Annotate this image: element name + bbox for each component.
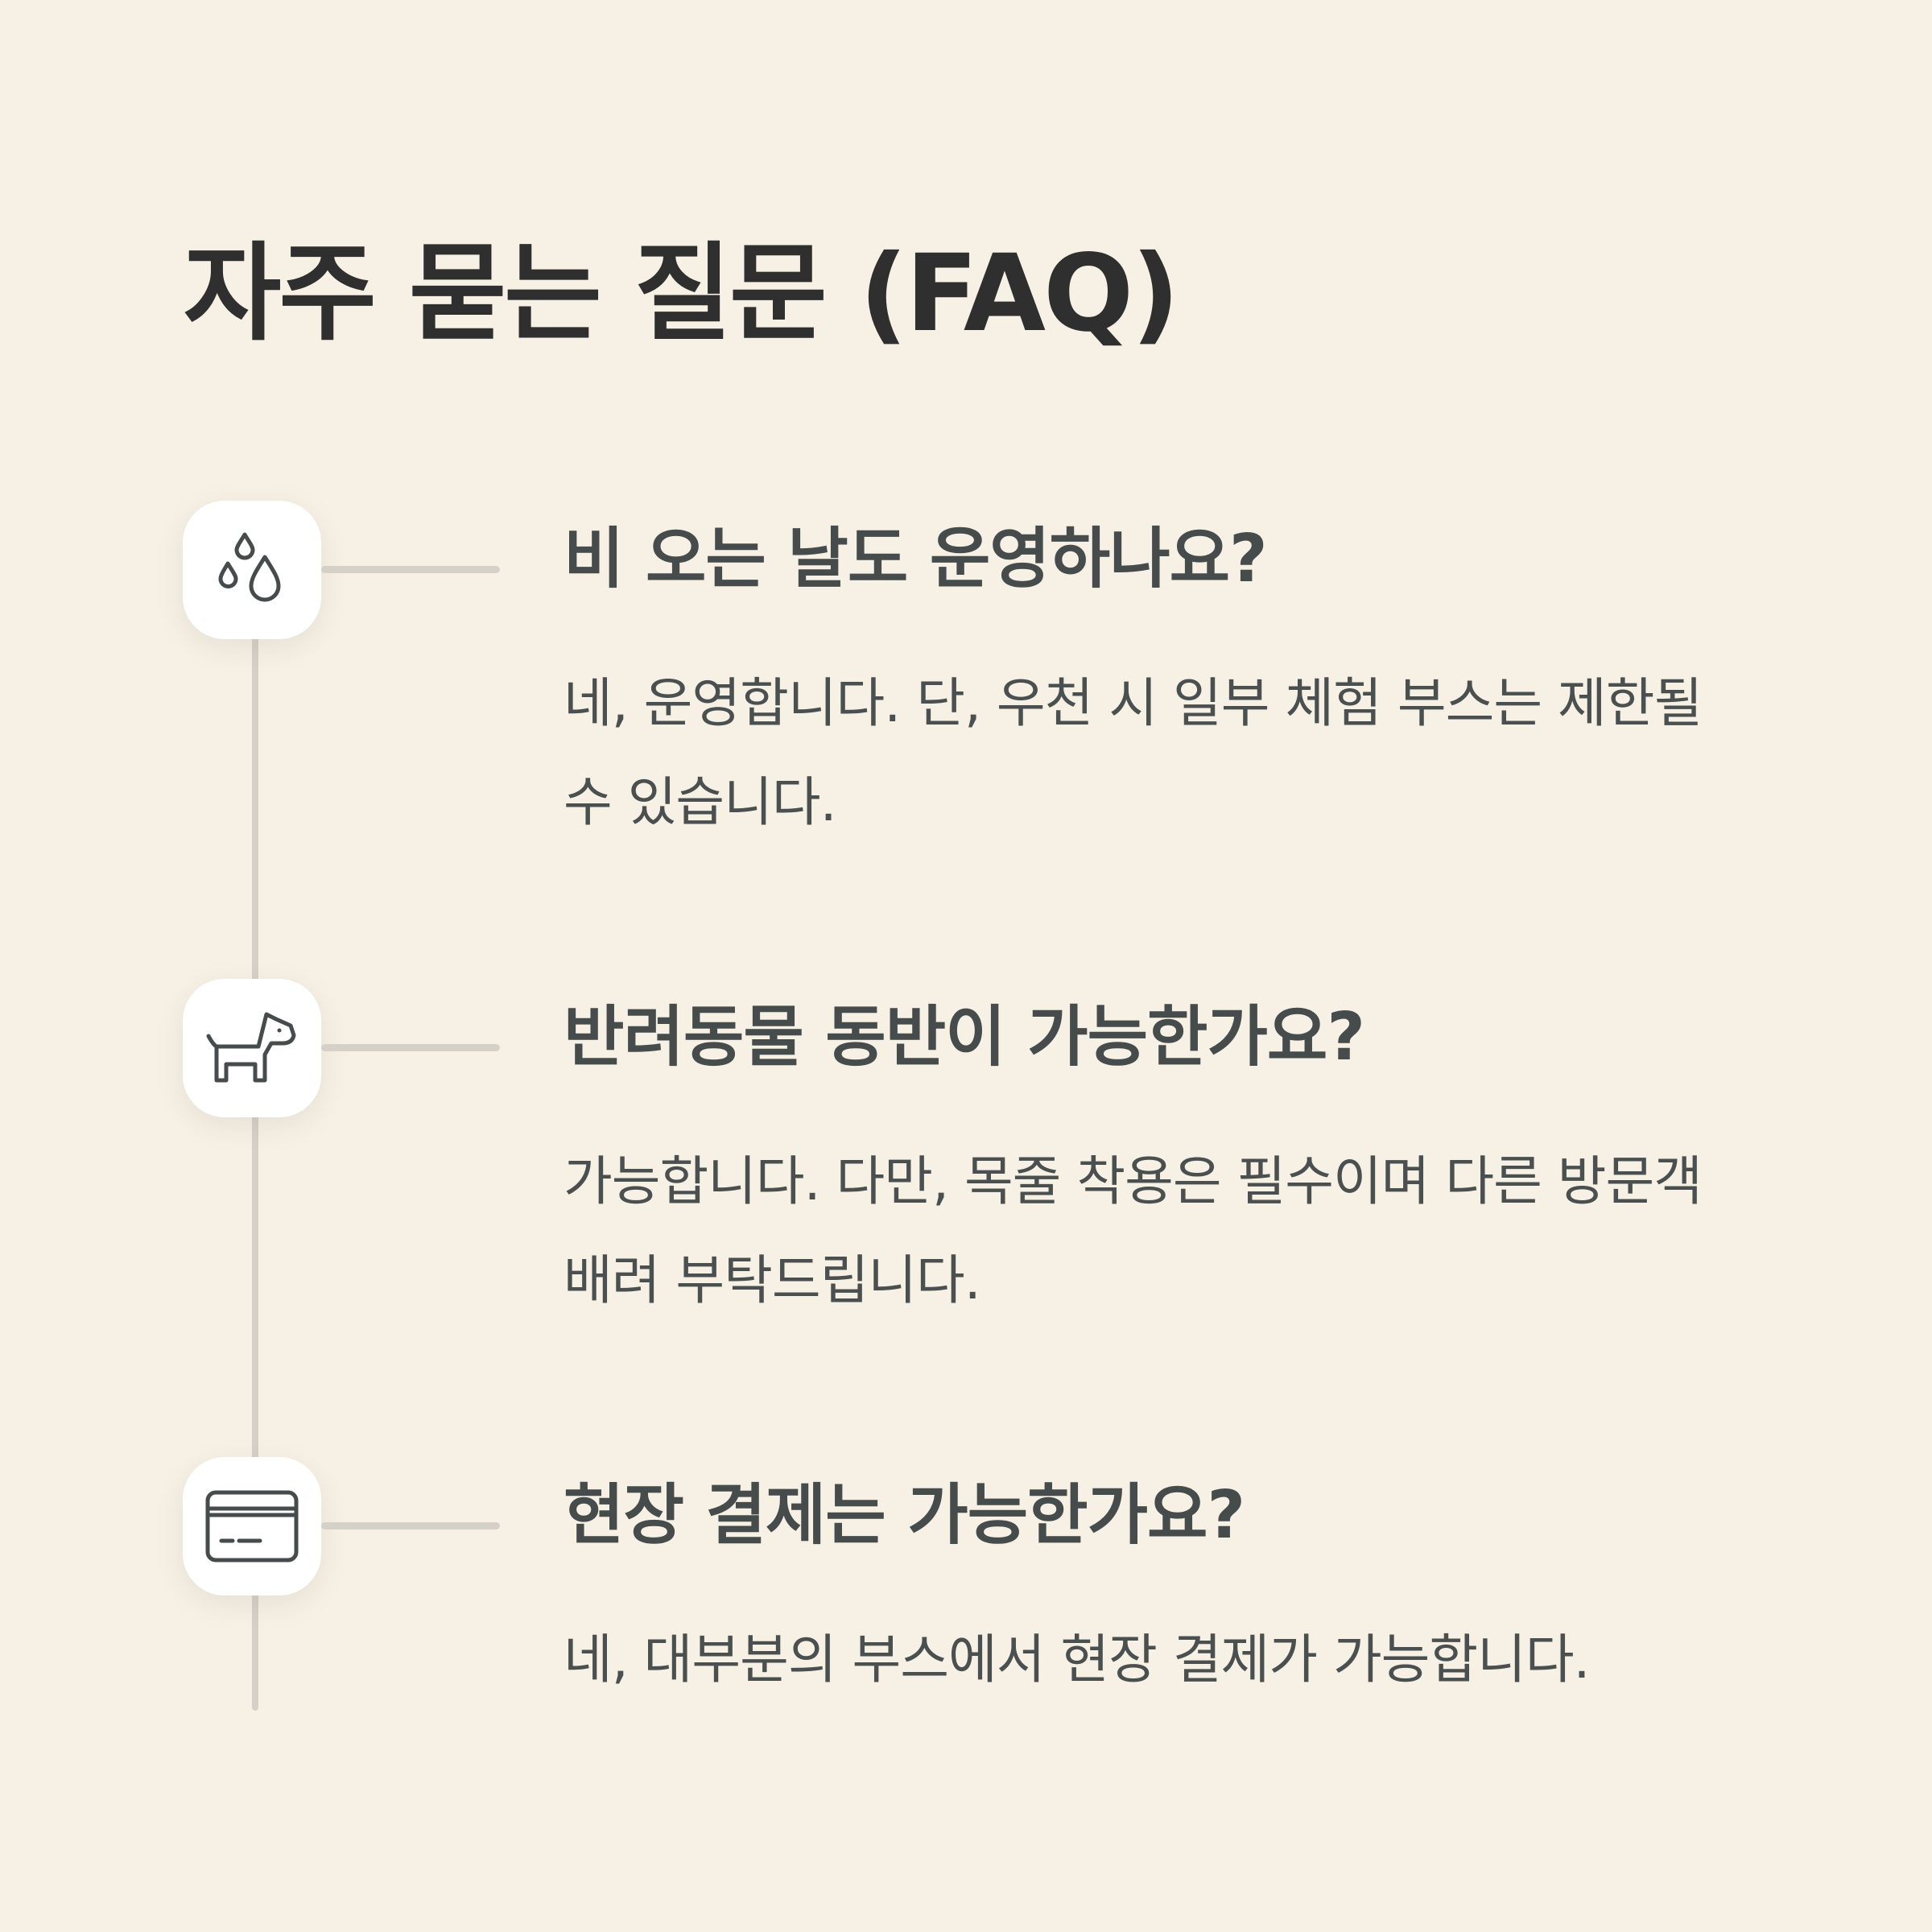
- timeline-connector: [321, 1044, 500, 1051]
- page-title: 자주 묻는 질문 (FAQ): [184, 232, 1180, 356]
- faq-answer: 네, 운영합니다. 단, 우천 시 일부 체험 부스는 제한될 수 있습니다.: [564, 672, 1703, 833]
- faq-answer: 가능합니다. 다만, 목줄 착용은 필수이며 다른 방문객 배려 부탁드립니다.: [564, 1150, 1703, 1311]
- faq-answer: 네, 대부분의 부스에서 현장 결제가 가능합니다.: [564, 1629, 1591, 1690]
- faq-question: 반려동물 동반이 가능한가요?: [564, 999, 1365, 1075]
- faq-question: 비 오는 날도 운영하나요?: [564, 521, 1268, 597]
- timeline-line: [252, 564, 258, 1711]
- dog-icon: [206, 1012, 296, 1083]
- raindrops-icon-box: [183, 501, 321, 639]
- timeline-connector: [321, 1522, 500, 1530]
- faq-question: 현장 결제는 가능한가요?: [564, 1477, 1245, 1554]
- raindrops-icon: [218, 532, 281, 602]
- dog-icon-box: [183, 979, 321, 1117]
- credit-card-icon-box: [183, 1457, 321, 1596]
- credit-card-icon: [205, 1490, 299, 1563]
- timeline-connector: [321, 566, 500, 573]
